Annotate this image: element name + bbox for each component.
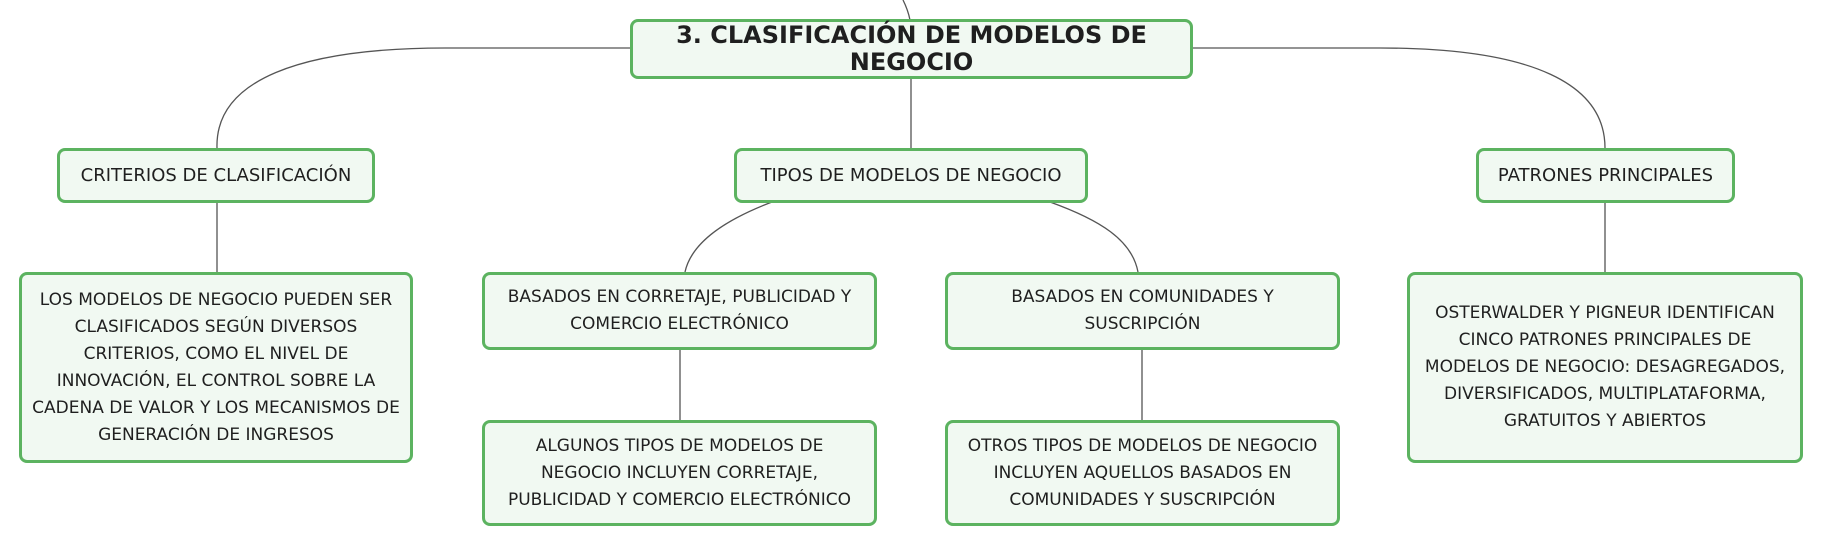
node-corretaje-detalle[interactable]: ALGUNOS TIPOS DE MODELOS DE NEGOCIO INCL… [482, 420, 877, 526]
node-tipos[interactable]: TIPOS DE MODELOS DE NEGOCIO [734, 148, 1088, 203]
node-patrones-detalle[interactable]: OSTERWALDER Y PIGNEUR IDENTIFICAN CINCO … [1407, 272, 1803, 463]
node-corretaje[interactable]: BASADOS EN CORRETAJE, PUBLICIDAD Y COMER… [482, 272, 877, 350]
node-patrones[interactable]: PATRONES PRINCIPALES [1476, 148, 1735, 203]
node-criterios-detalle[interactable]: LOS MODELOS DE NEGOCIO PUEDEN SER CLASIF… [19, 272, 413, 463]
node-root[interactable]: 3. CLASIFICACIÓN DE MODELOS DE NEGOCIO [630, 19, 1193, 79]
connector-tipos-to-corretaje [684, 201, 773, 273]
node-comunidades[interactable]: BASADOS EN COMUNIDADES Y SUSCRIPCIÓN [945, 272, 1340, 350]
node-comunidades-detalle[interactable]: OTROS TIPOS DE MODELOS DE NEGOCIO INCLUY… [945, 420, 1340, 526]
connector-parent-to-root [902, 0, 911, 21]
connector-root-to-patrones [1192, 47, 1606, 149]
connector-root-to-criterios [216, 47, 630, 149]
node-criterios[interactable]: CRITERIOS DE CLASIFICACIÓN [57, 148, 375, 203]
connector-tipos-to-comunidades [1049, 201, 1139, 273]
